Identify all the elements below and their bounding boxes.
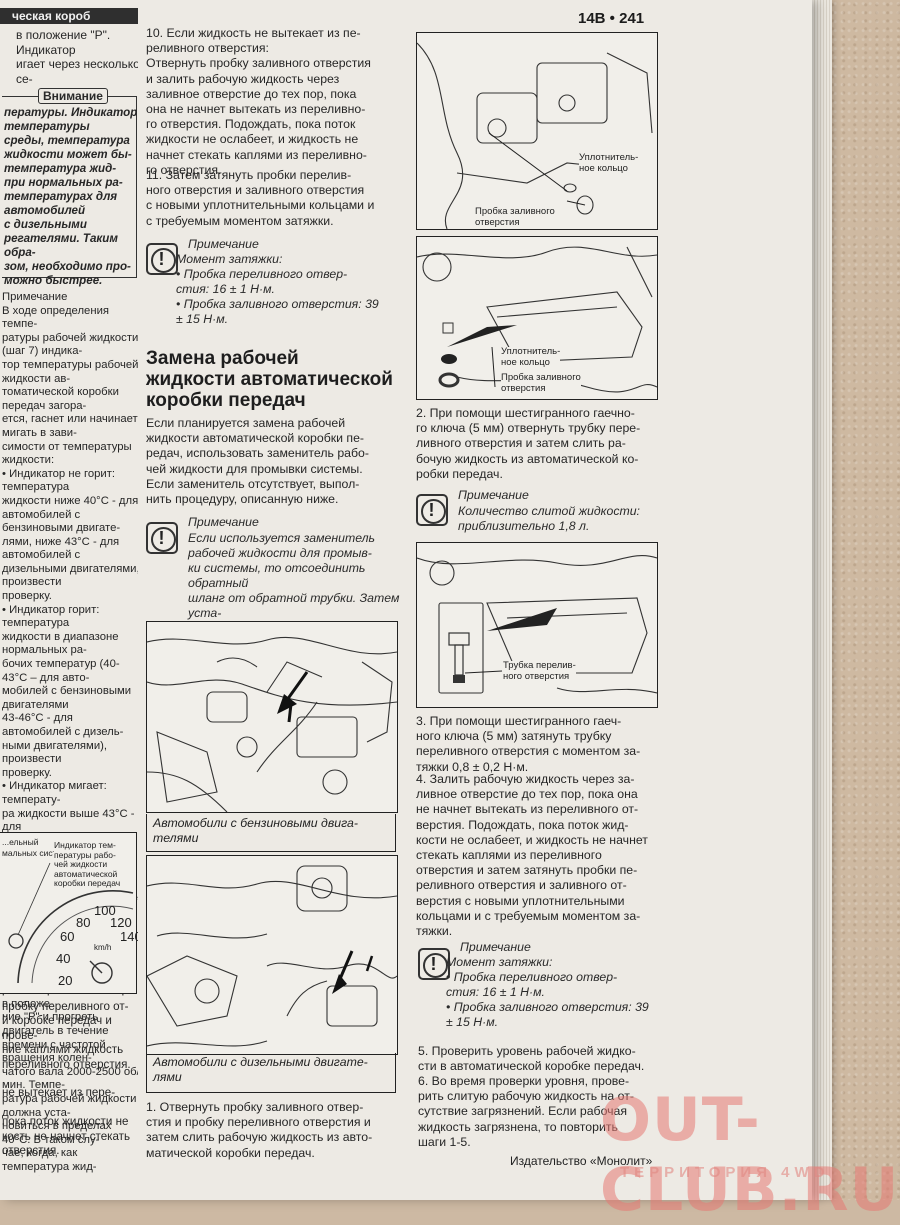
note-3-body: Количество слитой жидкости: приблизитель… xyxy=(458,504,640,533)
warning-title: Внимание xyxy=(38,88,108,104)
diesel-engine-caption: Автомобили с дизельными двигате- лями xyxy=(146,1053,396,1093)
gauge-number: 40 xyxy=(56,951,71,966)
note-1-title: Примечание xyxy=(188,237,259,251)
site-watermark-tagline: ТЕРРИТОРИЯ 4WD xyxy=(620,1164,830,1181)
petrol-engine-caption: Автомобили с бензиновыми двига- телями xyxy=(146,814,396,852)
section-header: ческая короб xyxy=(0,8,138,24)
diesel-engine-drawing xyxy=(147,865,397,1047)
overflow-plug-drawing xyxy=(417,246,657,393)
step-6: 6. Во время проверки уровня, прове- рить… xyxy=(418,1074,634,1149)
exclamation-icon: ! xyxy=(416,494,448,526)
gauge-unit: km/h xyxy=(94,943,112,952)
step-10: 10. Если жидкость не вытекает из пе- рел… xyxy=(146,26,371,177)
exclamation-icon: ! xyxy=(146,243,178,275)
step-3: 3. При помощи шестигранного гаеч- ного к… xyxy=(416,714,641,774)
gauge-number: 140 xyxy=(120,929,138,944)
gauge-number: 60 xyxy=(60,929,75,944)
overflow-plug-figure: Уплотнитель- ное кольцо Пробка заливного… xyxy=(416,236,658,400)
callout-fill-plug: Пробка заливного отверстия xyxy=(501,372,581,394)
left-column: ческая короб в положение "P". Индикатор … xyxy=(0,6,138,1176)
drain-plug-drawing xyxy=(417,42,653,229)
gauge-label-left: ...ельный мальных систем xyxy=(2,837,67,858)
gauge-label-indicator: Индикатор тем- пературы рабо- чей жидкос… xyxy=(54,840,121,889)
step-1: 1. Отвернуть пробку заливного отвер- сти… xyxy=(146,1100,373,1160)
gauge-number: 120 xyxy=(110,915,132,930)
note-4-title: Примечание xyxy=(460,940,531,954)
page-number: 14B • 241 xyxy=(578,10,645,27)
step-5: 5. Проверить уровень рабочей жидко- сти … xyxy=(418,1044,645,1074)
page-stack-edge xyxy=(812,0,832,1200)
book-page: ческая короб в положение "P". Индикатор … xyxy=(0,0,812,1200)
speedometer-drawing xyxy=(8,862,134,984)
exclamation-icon: ! xyxy=(418,948,450,980)
left-bottom-text: пробку переливного от- й коробке передач… xyxy=(2,1000,131,1158)
section-heading: Замена рабочей жидкости автоматической к… xyxy=(146,348,393,411)
petrol-engine-drawing xyxy=(147,636,397,812)
drain-plug-figure: Уплотнитель- ное кольцо Пробка заливного… xyxy=(416,32,658,230)
site-watermark: OUT-CLUB.RU xyxy=(600,1085,900,1225)
gauge-number: 100 xyxy=(94,903,116,918)
step-11: 11. Затем затянуть пробки перелив- ного … xyxy=(146,168,375,228)
gauge-number: 20 xyxy=(58,973,73,988)
callout-fill-plug: Пробка заливного отверстия xyxy=(475,206,555,228)
note-3-title: Примечание xyxy=(458,488,529,502)
callout-seal-ring: Уплотнитель- ное кольцо xyxy=(579,152,639,174)
section-intro: Если планируется замена рабочей жидкости… xyxy=(146,416,369,507)
exclamation-icon: ! xyxy=(146,522,178,554)
step-2: 2. При помощи шестигранного гаечно- го к… xyxy=(416,406,641,481)
callout-seal-ring: Уплотнитель- ное кольцо xyxy=(501,346,561,368)
callout-overflow-tube: Трубка перелив- ного отверстия xyxy=(503,660,576,682)
left-intro-text: в положение "P". Индикатор игает через н… xyxy=(16,28,138,86)
note-1-body: Момент затяжки: • Пробка переливного отв… xyxy=(176,252,379,326)
petrol-engine-figure xyxy=(146,621,398,813)
diesel-engine-figure xyxy=(146,855,398,1055)
publisher-footer: Издательство «Монолит» xyxy=(510,1154,653,1168)
warning-text: пературы. Индикатор температуры среды, т… xyxy=(4,106,138,287)
overflow-tube-figure: Трубка перелив- ного отверстия xyxy=(416,542,658,708)
note-4-body: Момент затяжки: • Пробка переливного отв… xyxy=(446,955,649,1029)
gauge-number: 80 xyxy=(76,915,91,930)
overflow-tube-drawing xyxy=(417,555,657,694)
step-4: 4. Залить рабочую жидкость через за- лив… xyxy=(416,772,648,939)
note-2-title: Примечание xyxy=(188,515,259,529)
dashboard-gauge-figure: ...ельный мальных систем Индикатор тем- … xyxy=(0,832,138,994)
